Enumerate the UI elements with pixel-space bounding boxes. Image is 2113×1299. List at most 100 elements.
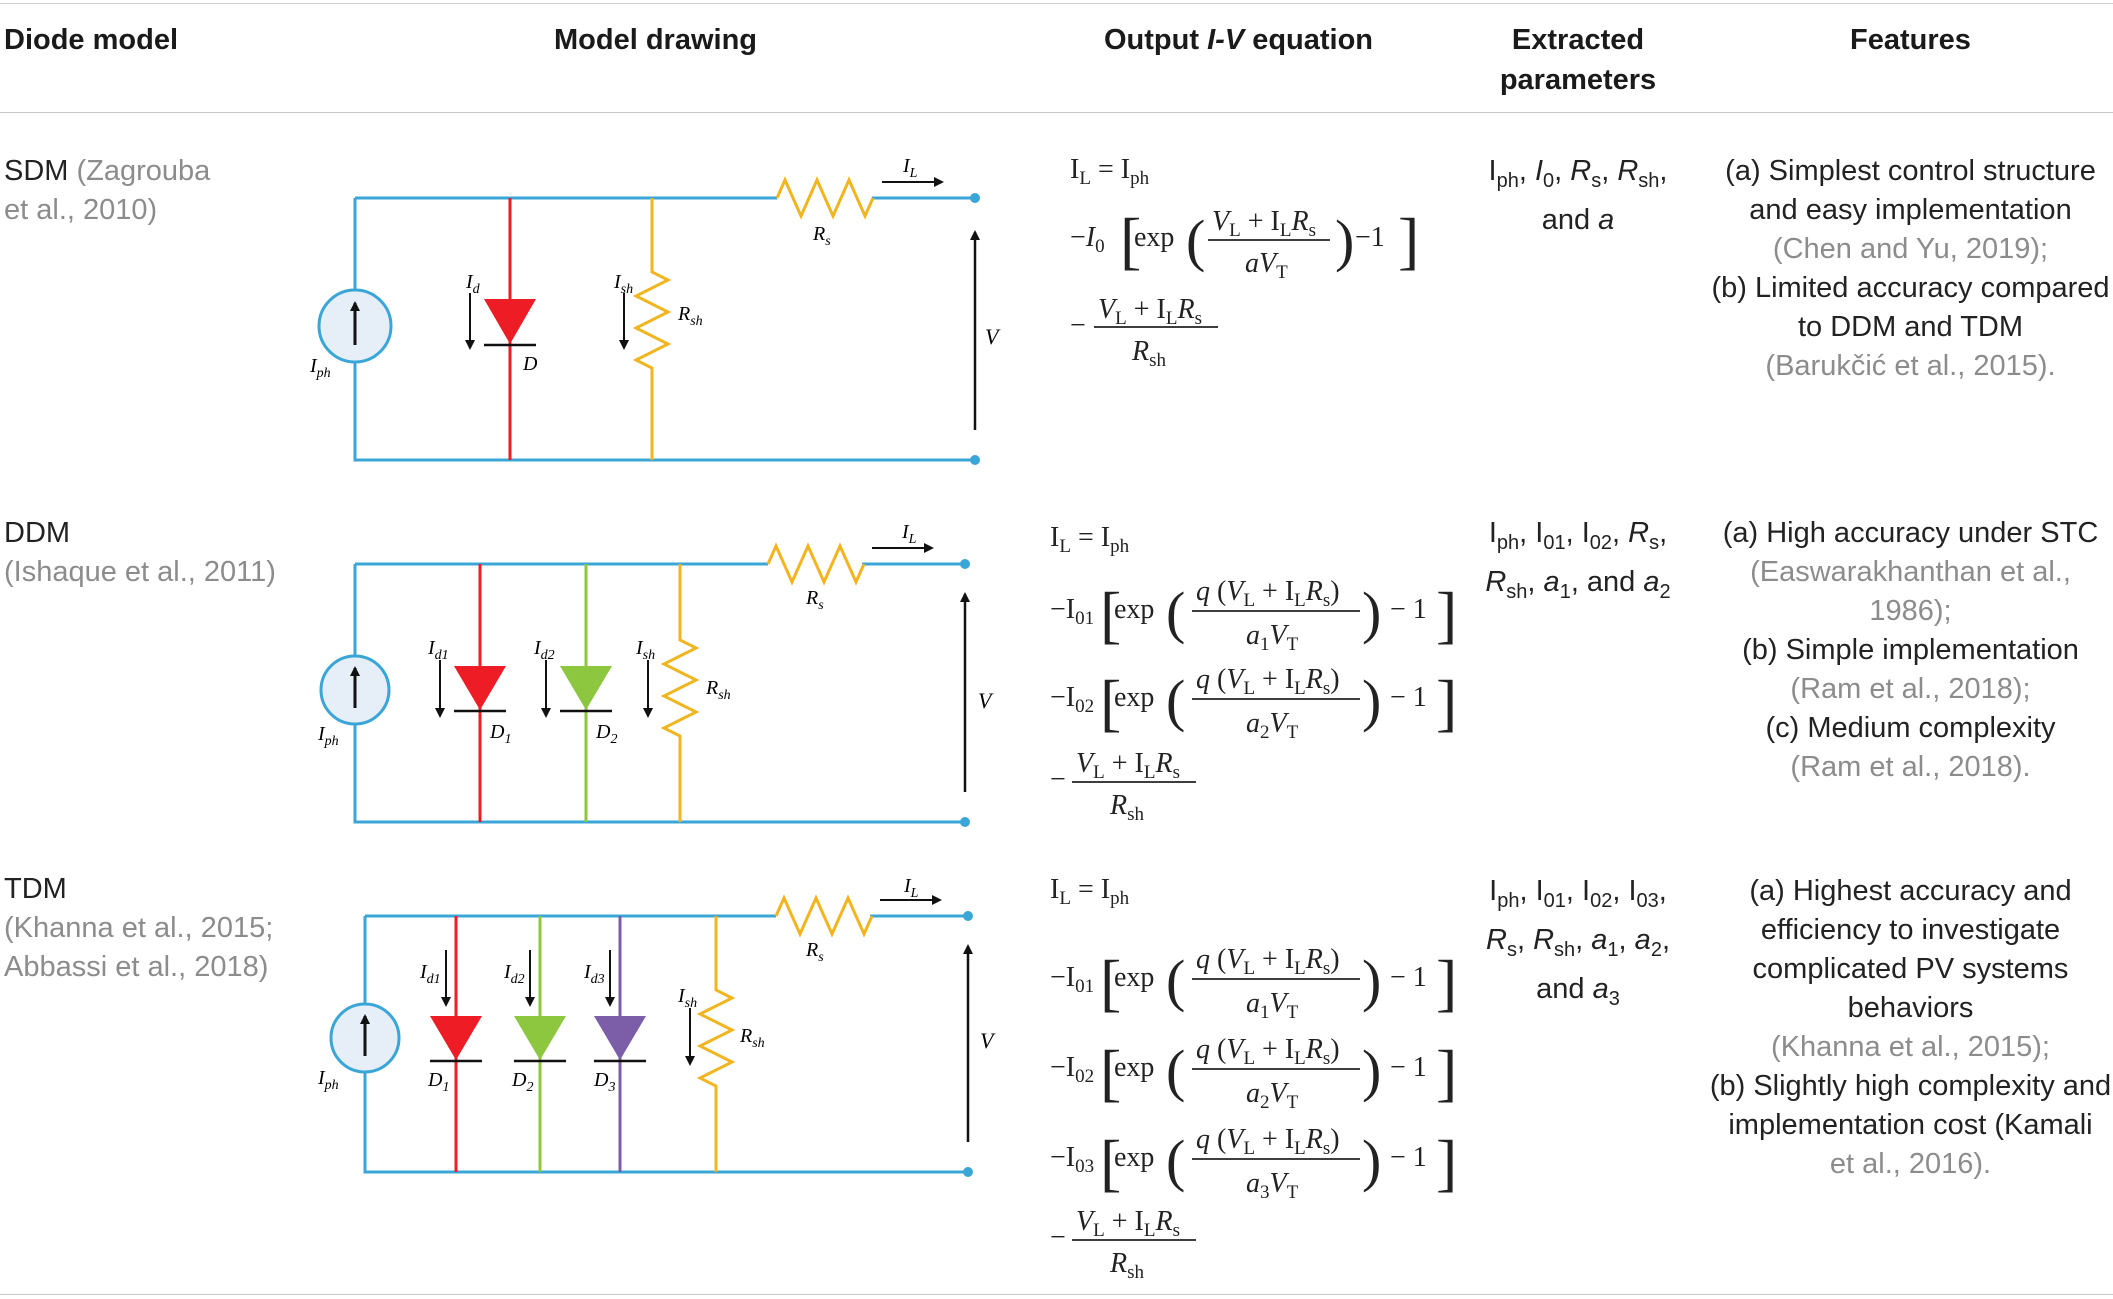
svg-text:): ) <box>1362 1128 1381 1193</box>
feature-line: complicated PV systems <box>1752 953 2069 985</box>
svg-text:VL + ILRs: VL + ILRs <box>1076 748 1180 783</box>
feature-line: (b) Slightly high complexity and <box>1709 1070 2112 1102</box>
tdm-label-d1: D1 <box>427 1069 449 1095</box>
feature-line: (Khanna et al., 2015); <box>1771 1031 2050 1063</box>
ddm-label-id1: Id1 <box>427 637 449 663</box>
svg-text:a2VT: a2VT <box>1246 1078 1299 1113</box>
svg-text:): ) <box>1362 1038 1381 1103</box>
svg-text:]: ] <box>1436 1037 1457 1108</box>
svg-text:): ) <box>1335 208 1354 273</box>
svg-text:q (VL + ILRs): q (VL + ILRs) <box>1196 1124 1340 1159</box>
svg-text:]: ] <box>1436 579 1457 650</box>
svg-text:IL = Iph: IL = Iph <box>1050 522 1130 557</box>
ddm-diode2-icon <box>560 666 612 710</box>
svg-text:− 1: − 1 <box>1390 1052 1427 1083</box>
params-tdm: Iph, I01, I02, I03,Rs, Rsh, a1, a2,and a… <box>1486 875 1670 1010</box>
feature-line: (a) Highest accuracy and <box>1749 875 2072 907</box>
model-name-sdm: SDM <box>4 155 69 187</box>
feature-line: (b) Simple implementation <box>1742 634 2079 666</box>
tdm-label-id1: Id1 <box>419 961 441 987</box>
features-ddm: (a) High accuracy under STC(Easwarakhant… <box>1708 514 2113 787</box>
tdm-shunt-branch <box>696 916 736 1172</box>
tdm-terminal-top <box>963 911 973 921</box>
tdm-diode2-icon <box>514 1016 566 1060</box>
svg-text:(: ( <box>1166 948 1185 1013</box>
header-rule <box>0 112 2113 113</box>
params-ddm: Iph, I01, I02, Rs,Rsh, a1, and a2 <box>1485 517 1671 603</box>
ddm-label-ish: Ish <box>635 637 655 663</box>
model-name-ddm: DDM <box>4 517 71 549</box>
svg-text:a1VT: a1VT <box>1246 988 1299 1023</box>
header-eq-suffix: equation <box>1244 24 1374 56</box>
svg-text:(: ( <box>1166 668 1185 733</box>
svg-text:(: ( <box>1186 208 1205 273</box>
ddm-label-rs: Rs <box>805 587 824 613</box>
svg-text:IL = Iph: IL = Iph <box>1050 874 1130 909</box>
svg-text:exp: exp <box>1114 682 1154 713</box>
bottom-rule <box>0 1294 2113 1295</box>
ddm-terminal-bottom <box>960 817 970 827</box>
ddm-label-d2: D2 <box>595 721 617 747</box>
svg-text:−I0: −I0 <box>1070 222 1105 257</box>
svg-text:exp: exp <box>1114 1142 1154 1173</box>
svg-text:a2VT: a2VT <box>1246 708 1299 743</box>
svg-text:−I01: −I01 <box>1050 594 1094 629</box>
svg-text:−I02: −I02 <box>1050 1052 1094 1087</box>
feature-line: (Chen and Yu, 2019); <box>1772 233 2049 265</box>
sdm-label-il: IL <box>902 155 918 181</box>
ddm-label-iph: Iph <box>317 723 339 749</box>
ddm-diode1-icon <box>454 666 506 710</box>
feature-line: (Barukčić et al., 2015). <box>1765 350 2056 382</box>
svg-text:−I01: −I01 <box>1050 962 1094 997</box>
row-ddm-model: DDM (Ishaque et al., 2011) <box>4 514 276 592</box>
feature-line: (c) Medium complexity <box>1765 712 2056 744</box>
svg-text:(: ( <box>1166 1038 1185 1103</box>
feature-line: (a) High accuracy under STC <box>1722 517 2099 549</box>
tdm-label-iph: Iph <box>317 1067 339 1093</box>
feature-line: and easy implementation <box>1749 194 2072 226</box>
sdm-label-ish: Ish <box>613 271 633 297</box>
equations: IL = Iph −I0 [ exp ( VL + ILRs aVT ) −1 … <box>1050 154 1457 1283</box>
svg-text:]: ] <box>1436 667 1457 738</box>
sdm-label-iph: Iph <box>309 355 331 381</box>
circuit-diagrams: Iph Id D Ish Rsh Rs IL V Iph Id1 Id2 Ish… <box>309 155 1001 1177</box>
svg-text:exp: exp <box>1114 594 1154 625</box>
row-tdm-model: TDM (Khanna et al., 2015; Abbassi et al.… <box>4 870 273 987</box>
sdm-terminal-bottom <box>970 455 980 465</box>
svg-text:−1: −1 <box>1355 222 1385 253</box>
sdm-diode-icon <box>484 299 536 344</box>
svg-text:−I02: −I02 <box>1050 682 1094 717</box>
sdm-rs-zigzag <box>775 176 875 220</box>
ddm-label-v: V <box>978 688 994 713</box>
svg-text:exp: exp <box>1134 222 1174 253</box>
tdm-rs-zigzag <box>774 894 874 938</box>
tdm-label-rs: Rs <box>805 939 824 965</box>
svg-text:q (VL + ILRs): q (VL + ILRs) <box>1196 576 1340 611</box>
svg-text:q (VL + ILRs): q (VL + ILRs) <box>1196 944 1340 979</box>
ddm-terminal-top <box>960 559 970 569</box>
header-eq-iv: I-V <box>1207 24 1245 56</box>
svg-text:Rsh: Rsh <box>1131 336 1167 371</box>
svg-text:[: [ <box>1100 1037 1121 1108</box>
svg-text:VL + ILRs: VL + ILRs <box>1212 206 1316 241</box>
params-sdm: Iph, I0, Rs, Rsh,and a <box>1488 155 1668 236</box>
feature-line: to DDM and TDM <box>1797 311 2024 343</box>
tdm-diode1-icon <box>430 1016 482 1060</box>
svg-text:a1VT: a1VT <box>1246 620 1299 655</box>
tdm-label-v: V <box>980 1028 996 1053</box>
model-cite: Abbassi et al., 2018) <box>4 951 269 983</box>
sdm-circuit: Iph Id D Ish Rsh Rs IL V <box>309 155 1001 465</box>
svg-text:Rsh: Rsh <box>1109 1248 1145 1283</box>
feature-line: efficiency to investigate <box>1760 914 2061 946</box>
ddm-label-d1: D1 <box>489 721 511 747</box>
sdm-shunt-branch <box>632 198 672 460</box>
tdm-label-d2: D2 <box>511 1069 533 1095</box>
svg-text:): ) <box>1362 580 1381 645</box>
tdm-label-il: IL <box>903 875 919 901</box>
svg-text:exp: exp <box>1114 1052 1154 1083</box>
feature-line: (b) Limited accuracy compared <box>1711 272 2110 304</box>
ddm-shunt-branch <box>660 564 700 822</box>
tdm-circuit: Iph Id1 Id2 Id3 Ish D1 D2 D3 Rsh Rs IL V <box>317 875 996 1177</box>
header-eq-prefix: Output <box>1104 24 1208 56</box>
feature-line: (Ram et al., 2018); <box>1790 673 2031 705</box>
